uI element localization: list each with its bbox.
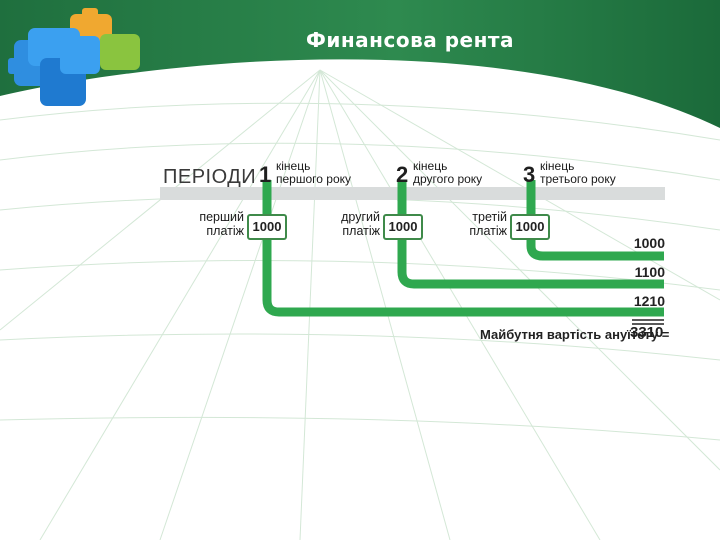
- period-label-1: кінець першого року: [276, 160, 351, 186]
- header-bar: [160, 187, 665, 200]
- payment-2-line1: другий: [341, 210, 380, 224]
- future-value-label: Майбутня вартість ануїтету =: [480, 327, 670, 342]
- payment-label-2: другий платіж: [326, 210, 380, 238]
- payment-amount-3: 1000: [510, 214, 550, 240]
- payment-2-line2: платіж: [342, 224, 380, 238]
- period-number-2: 2: [396, 162, 409, 187]
- period-number-3: 3: [523, 162, 536, 187]
- puzzle-cubes-logo: [8, 8, 140, 106]
- payment-3-line1: третій: [472, 210, 507, 224]
- periods-label: ПЕРІОДИ: [163, 166, 257, 188]
- period-number-1: 1: [259, 162, 272, 187]
- period-3-line2: третього року: [540, 172, 616, 186]
- payment-amount-2: 1000: [383, 214, 423, 240]
- period-2-line1: кінець: [413, 159, 448, 173]
- result-value-2: 1100: [634, 264, 665, 280]
- payment-label-3: третій платіж: [453, 210, 507, 238]
- result-value-3: 1210: [633, 293, 665, 309]
- slide-title: Финансова рента: [306, 28, 514, 52]
- period-2-line2: другого року: [413, 172, 483, 186]
- payment-label-1: перший платіж: [190, 210, 244, 238]
- result-value-1: 1000: [633, 235, 665, 251]
- payment-amount-1: 1000: [247, 214, 287, 240]
- payment-3-line2: платіж: [469, 224, 507, 238]
- payment-1-line1: перший: [199, 210, 244, 224]
- period-3-line1: кінець: [540, 159, 575, 173]
- flow-lines: [262, 180, 664, 317]
- period-label-3: кінець третього року: [540, 160, 616, 186]
- future-value-total: 3310: [630, 324, 664, 341]
- payment-1-line2: платіж: [206, 224, 244, 238]
- period-1-line2: першого року: [276, 172, 351, 186]
- period-label-2: кінець другого року: [413, 160, 482, 186]
- period-1-line1: кінець: [276, 159, 311, 173]
